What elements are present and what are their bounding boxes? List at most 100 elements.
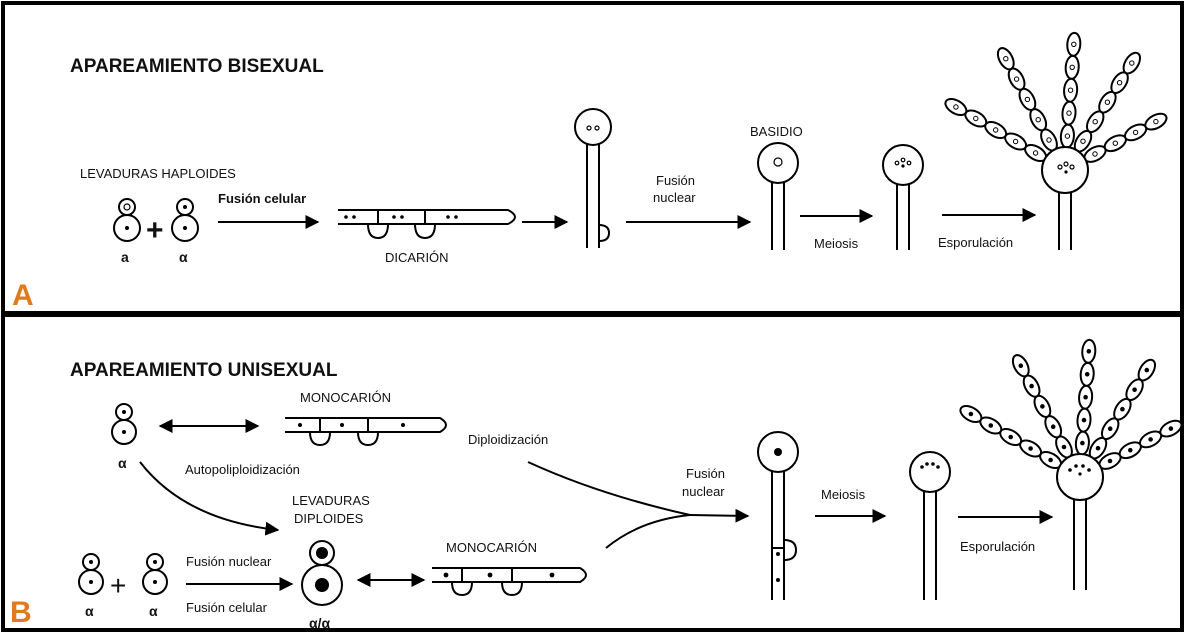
nuclear-fusion-small-label: Fusión nuclear: [186, 554, 272, 569]
spore-nucleus: [1112, 140, 1119, 146]
diploid-type-label: α/α: [309, 615, 330, 631]
monokaryon-hypha-top: [285, 417, 447, 447]
spore-nucleus: [988, 423, 994, 428]
nuclear-fusion-line1-b: Fusión: [686, 466, 725, 481]
spore-nucleus: [1040, 404, 1045, 409]
spore-nucleus: [1083, 394, 1088, 400]
basidium-diploid: [757, 142, 799, 250]
yeast-cell-alpha-right: [142, 553, 168, 595]
nuclear-fusion-line2-b: nuclear: [682, 484, 725, 499]
diploid-yeast-line1: LEVADURAS: [292, 493, 370, 508]
monokaryon-top-label: MONOCARIÓN: [300, 390, 391, 405]
diploidization-label: Diploidización: [468, 432, 548, 447]
arrow-nuclear-fusion-b: [689, 508, 750, 523]
spore-nucleus: [1144, 367, 1150, 373]
spore-nucleus: [1013, 76, 1020, 82]
spore-nucleus: [1120, 406, 1125, 412]
curve-diploidization: [527, 461, 691, 516]
spore-nucleus: [1132, 129, 1139, 136]
basidium-label: BASIDIO: [750, 124, 803, 139]
dikaryon-label: DICARIÓN: [385, 250, 449, 265]
spore-nucleus: [1003, 56, 1009, 62]
sporulation-label-a: Esporulación: [938, 235, 1013, 250]
spore-nucleus: [1084, 372, 1090, 377]
monokaryon-bottom-label: MONOCARIÓN: [446, 540, 537, 555]
spore-nucleus: [1132, 387, 1137, 393]
spore-nucleus: [1168, 426, 1174, 431]
spore-nucleus: [1061, 444, 1067, 450]
diploid-yeast-line2: DIPLOIDES: [294, 511, 364, 526]
spore-nucleus: [1092, 151, 1098, 157]
spore-nucleus: [953, 104, 959, 110]
sporulation-label-b: Esporulación: [960, 539, 1035, 554]
alpha-top-label: α: [118, 455, 127, 471]
mating-type-alpha: α: [179, 249, 188, 265]
meiosis-label-b: Meiosis: [821, 487, 866, 502]
haploid-yeast-label: LEVADURAS HAPLOIDES: [80, 166, 236, 181]
panel-a-title: APAREAMIENTO BISEXUAL: [70, 56, 324, 77]
spore-nucleus: [1107, 458, 1113, 464]
monokaryon-hypha-bottom: [432, 567, 587, 597]
sporulating-basidium-b: [959, 338, 1183, 590]
mating-type-a: a: [121, 249, 129, 265]
spore-nucleus: [1008, 434, 1014, 440]
nuclear-fusion-line2-a: nuclear: [653, 190, 696, 205]
spore-nucleus: [1050, 424, 1056, 430]
plus-sign-b: +: [110, 570, 126, 601]
spore-nucleus: [968, 411, 974, 417]
yeast-cell-alpha: [171, 198, 199, 242]
young-basidium: [574, 108, 612, 248]
yeast-cell-a: [113, 198, 141, 242]
spore-nucleus: [1128, 447, 1133, 453]
cell-fusion-label: Fusión celular: [218, 191, 306, 206]
spore-nucleus: [1086, 349, 1092, 354]
sporulating-basidium-a: [944, 31, 1168, 250]
panel-a-letter: A: [12, 279, 34, 312]
spore-nucleus: [1028, 446, 1033, 451]
nuclear-fusion-line1-a: Fusión: [656, 173, 695, 188]
alpha-right-label: α: [149, 603, 158, 619]
spore-nucleus: [1069, 64, 1075, 71]
meiosis-label-a: Meiosis: [814, 236, 859, 251]
spore-nucleus: [1080, 440, 1085, 446]
spore-nucleus: [1148, 437, 1153, 442]
spore-nucleus: [1048, 457, 1053, 463]
spore-nucleus: [1029, 383, 1034, 389]
cell-fusion-small-label: Fusión celular: [186, 600, 268, 615]
spore-nucleus: [1032, 150, 1039, 156]
panel-b-border: [1, 313, 1184, 632]
spore-nucleus: [1095, 445, 1101, 451]
spore-nucleus: [1104, 99, 1111, 105]
spore-nucleus: [1092, 119, 1098, 125]
diploid-yeast-cell: [301, 540, 343, 606]
spore-nucleus: [1064, 133, 1071, 139]
spore-nucleus: [1116, 80, 1123, 86]
basidium-diploid-b: [757, 431, 799, 600]
spore-nucleus: [1035, 117, 1041, 123]
spore-nucleus: [1107, 426, 1113, 432]
spore-nucleus: [1046, 137, 1052, 143]
curve-monokaryon-merge: [605, 514, 691, 549]
spore-nucleus: [993, 127, 999, 133]
spore-nucleus: [1018, 363, 1024, 369]
dikaryon-hypha: [338, 209, 516, 240]
basidium-meiosis: [882, 144, 924, 250]
arrow-autopolyploidization: [139, 461, 280, 536]
yeast-cell-alpha-left: [78, 553, 104, 595]
autopolyploidization-label: Autopoliploidización: [185, 462, 300, 477]
spore-nucleus: [1081, 417, 1087, 423]
spore-nucleus: [1080, 138, 1086, 144]
panel-b-title: APAREAMIENTO UNISEXUAL: [70, 360, 338, 381]
basidium-meiosis-b: [909, 451, 951, 600]
spore-nucleus: [973, 115, 979, 122]
spore-nucleus: [1012, 138, 1019, 145]
yeast-cell-alpha-top: [111, 403, 137, 445]
alpha-left-label: α: [85, 603, 94, 619]
spore-nucleus: [1071, 41, 1077, 47]
spore-nucleus: [1024, 96, 1031, 103]
spore-nucleus: [1153, 118, 1159, 125]
plus-sign-a: +: [146, 214, 164, 247]
spore-nucleus: [1067, 87, 1074, 93]
spore-nucleus: [1066, 110, 1072, 116]
